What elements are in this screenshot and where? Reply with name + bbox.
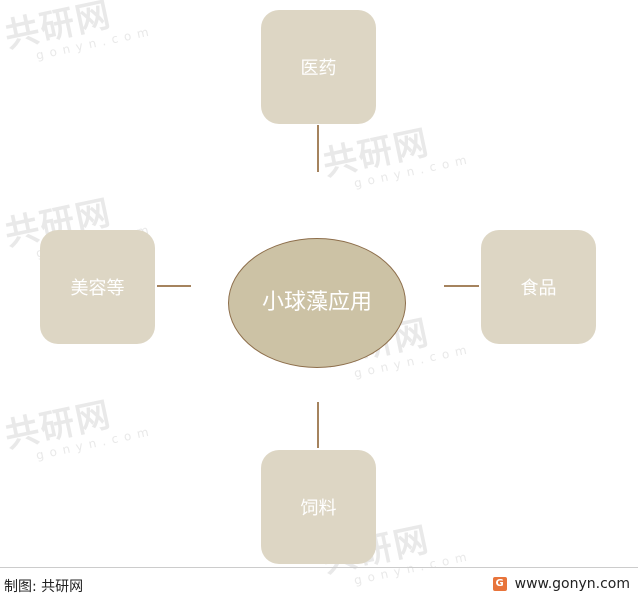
node-feed: 饲料: [261, 450, 376, 564]
watermark: 共研网 gonyn.com: [1, 389, 156, 466]
watermark: 共研网 gonyn.com: [1, 0, 156, 67]
footer-url: www.gonyn.com: [514, 576, 630, 592]
connector-bottom: [317, 402, 319, 448]
connector-top: [317, 125, 319, 172]
watermark-brand: 共研网: [319, 122, 434, 185]
gonyn-logo-icon: G: [492, 577, 507, 591]
center-label: 小球藻应用: [261, 290, 372, 315]
node-cosmetics: 美容等: [40, 230, 155, 344]
node-label: 饲料: [300, 498, 337, 519]
connector-right: [444, 285, 479, 287]
footer-divider: [0, 567, 638, 568]
node-label: 美容等: [70, 278, 125, 299]
node-food: 食品: [481, 230, 596, 344]
watermark-site: gonyn.com: [34, 23, 156, 63]
watermark: 共研网 gonyn.com: [319, 117, 474, 194]
watermark-brand: 共研网: [1, 0, 116, 57]
connector-left: [157, 285, 191, 287]
node-label: 医药: [300, 58, 337, 79]
center-node: 小球藻应用: [228, 238, 406, 368]
footer-site: G www.gonyn.com: [492, 576, 630, 592]
footer-source: 制图: 共研网: [4, 579, 84, 595]
watermark-site: gonyn.com: [352, 151, 474, 191]
node-medicine: 医药: [261, 10, 376, 124]
node-label: 食品: [520, 278, 557, 299]
watermark-site: gonyn.com: [34, 423, 156, 463]
watermark-brand: 共研网: [1, 394, 116, 457]
